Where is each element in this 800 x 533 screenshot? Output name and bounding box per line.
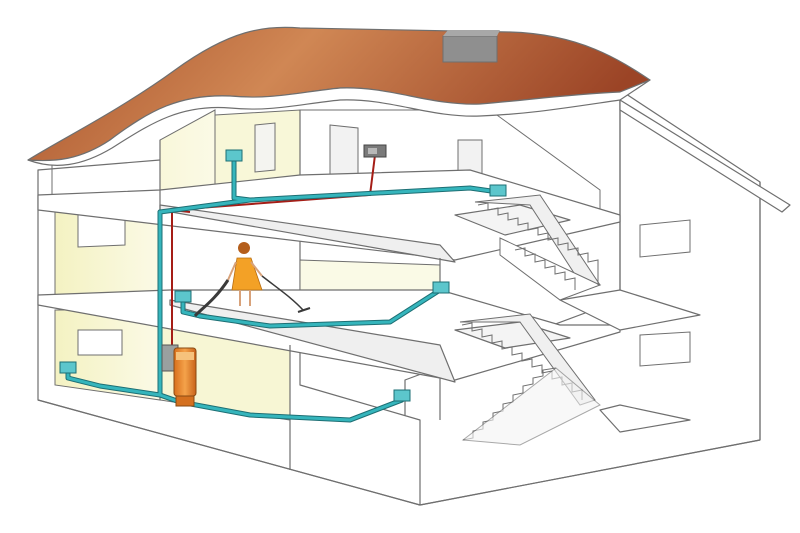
openings: [77, 122, 691, 367]
wall-inlet-living-left: [174, 290, 192, 303]
control-panel: [363, 144, 387, 158]
vacuum-power-unit: [161, 344, 197, 407]
staircase-upper: [474, 194, 602, 301]
staircase-lower: [459, 313, 601, 446]
wall-inlets: [59, 149, 507, 402]
person-vacuuming: [193, 242, 311, 318]
wall-inlet-basement-right: [393, 389, 411, 402]
wall-inlet-basement-left: [59, 361, 77, 374]
wall-inlet-attic: [225, 149, 243, 162]
wall-inlet-top-right: [489, 184, 507, 197]
chimney: [442, 30, 500, 63]
wall-inlet-living-right: [432, 281, 450, 294]
vacuum-piping: [65, 155, 501, 423]
